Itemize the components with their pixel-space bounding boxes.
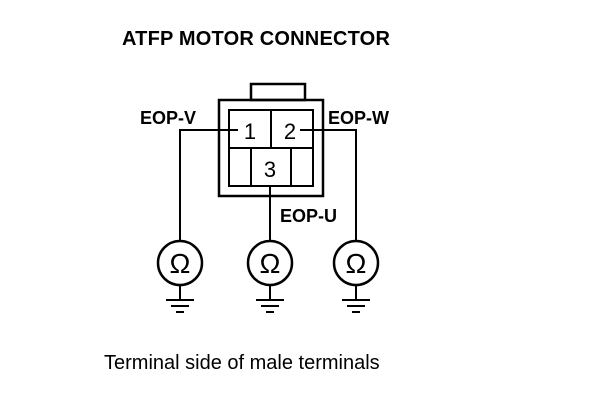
signal-label-eop-w: EOP-W: [328, 108, 389, 128]
ground-icon: [342, 285, 370, 313]
ground-icon: [256, 285, 284, 313]
pin-1-label: 1: [244, 119, 256, 144]
lead-eop-w: [300, 129, 357, 240]
ohm-symbol: Ω: [260, 248, 281, 279]
lead-eop-v: [179, 129, 238, 240]
signal-label-eop-u: EOP-U: [280, 206, 337, 226]
ohmmeter-eop-u: Ω: [246, 239, 294, 287]
ohm-symbol: Ω: [170, 248, 191, 279]
diagram-caption: Terminal side of male terminals: [104, 352, 380, 374]
ohmmeter-eop-w: Ω: [332, 239, 380, 287]
diagram-title: ATFP MOTOR CONNECTOR: [122, 28, 391, 50]
connector-latch: [249, 82, 307, 102]
pin-2-label: 2: [284, 119, 296, 144]
pin-3-label: 3: [264, 157, 276, 182]
ground-icon: [166, 285, 194, 313]
signal-label-eop-v: EOP-V: [140, 108, 196, 128]
ohm-symbol: Ω: [346, 248, 367, 279]
ohmmeter-eop-v: Ω: [156, 239, 204, 287]
